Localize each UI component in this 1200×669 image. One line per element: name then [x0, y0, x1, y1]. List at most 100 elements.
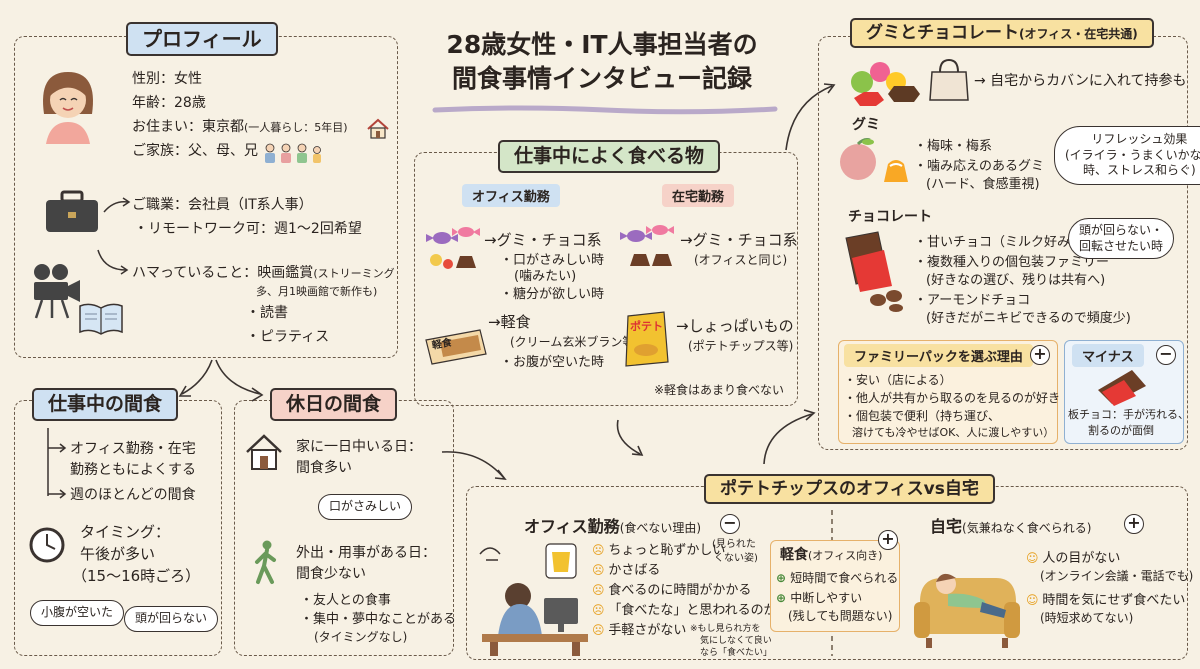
- title-underline: [432, 105, 778, 115]
- chocolate-bullet-3: ・アーモンドチョコ: [914, 293, 1031, 308]
- chocolate-bullet-3-note: (好きだがニキビできるので頻度少): [926, 311, 1131, 326]
- office-reason-1-text: ちょっと恥ずかしい: [608, 543, 726, 558]
- hungry-bubble: 小腹が空いた: [30, 600, 125, 626]
- profile-hobby: ハマっていること：映画鑑賞(ストリーミング: [132, 264, 395, 283]
- office-gummy-bullet-2: ・糖分が欲しい時: [500, 287, 605, 302]
- office-light-meal-note: (クリーム玄米ブラン等): [510, 335, 640, 349]
- walking-person-icon: [255, 540, 276, 584]
- gummy-bullet-1: ・梅味・梅系: [914, 139, 993, 154]
- home-salty-snack: →しょっぱいもの: [676, 317, 794, 335]
- office-gummy-choco: →グミ・チョコ系: [484, 231, 602, 249]
- arrow-to-job-icon: [103, 197, 131, 213]
- office-gummy-bullet-1: ・口がさみしい時: [500, 253, 605, 268]
- brain-rotation-bubble: 頭が回らない・ 回転させたい時: [1068, 218, 1175, 260]
- briefcase-icon: [46, 190, 98, 232]
- family-reason-1: ・安い（店による）: [844, 373, 952, 387]
- office-light-meal: →軽食: [488, 313, 531, 331]
- office-reason-1-note-1: (見られた: [712, 539, 756, 550]
- brain-fog-bubble: 頭が回らない: [124, 606, 219, 632]
- gummy-choco-header: グミとチョコレート(オフィス・在宅共通): [850, 18, 1154, 49]
- profile-gender: 性別：女性: [132, 71, 202, 87]
- profile-family: ご家族：父、母、兄: [132, 143, 258, 159]
- home-icon: [246, 434, 282, 470]
- chocolate-bullet-2-note: (好きなの選び、残りは共有へ): [926, 273, 1106, 288]
- woman-avatar-icon: [43, 72, 93, 144]
- potato-chips-icon: [625, 311, 669, 367]
- office-reason-1-note-2: くない姿): [714, 553, 758, 564]
- office-reason-2: ☹ かさばる: [592, 562, 660, 580]
- frown-face-icon-5: ☹: [592, 623, 609, 637]
- home-reason-1-note: (オンライン会議・電話でも): [1040, 569, 1194, 583]
- frown-face-icon-2: ☹: [592, 563, 609, 577]
- refresh-line-1: リフレッシュ効果: [1091, 132, 1188, 146]
- refresh-effect-bubble: リフレッシュ効果 (イライラ・うまくいかない 時、ストレス和らぐ): [1054, 126, 1200, 185]
- holiday-out-item-2-note: (タイミングなし): [314, 630, 408, 644]
- office-reason-4-text: 「食べたな」と思われるのが痛: [608, 603, 790, 618]
- arrow-to-gummy-choco: [785, 83, 836, 151]
- brain-rotation-line-1: 頭が回らない・: [1079, 223, 1164, 237]
- frown-face-icon-3: ☹: [592, 583, 609, 597]
- smile-face-icon-2: ☺: [1026, 593, 1043, 607]
- family-plus-icon: +: [1030, 345, 1050, 365]
- holiday-home-line2: 間食多い: [296, 460, 352, 476]
- home-gummy-choco: →グミ・チョコ系: [680, 231, 798, 249]
- candy-gummy-home-icon: [620, 225, 674, 266]
- chocolate-title: チョコレート: [848, 209, 932, 225]
- home-reason-1: ☺ 人の目がない: [1026, 550, 1120, 568]
- office-reasons-title-note: (食べない理由): [619, 521, 702, 535]
- profile-residence: お住まい：東京都(一人暮らし：5年目): [132, 118, 348, 137]
- profile-hobby-pilates: ・ピラティス: [246, 329, 330, 345]
- work-snack-item-1-line1: オフィス勤務・在宅: [70, 441, 196, 457]
- family-reason-3-note: 溶けても冷やせばOK、人に渡しやすい）: [852, 426, 1055, 439]
- office-reason-2-text: かさばる: [608, 563, 661, 578]
- house-icon: [367, 118, 389, 139]
- chip-bag-label: ポテト: [630, 320, 663, 333]
- lonely-mouth-bubble: 口がさみしい: [318, 494, 413, 520]
- frown-face-icon-4: ☹: [592, 603, 609, 617]
- holiday-snack-header: 休日の間食: [270, 388, 398, 421]
- home-reason-2-text: 時間を気にせず食べたい: [1042, 593, 1186, 608]
- home-reasons-title: 自宅(気兼ねなく食べられる): [930, 516, 1091, 538]
- home-reason-1-text: 人の目がない: [1042, 551, 1121, 566]
- timing-value: 午後が多い: [80, 545, 156, 563]
- work-snack-header: 仕事中の間食: [32, 388, 179, 421]
- profile-header: プロフィール: [126, 22, 278, 56]
- light-meal-pro-1: ⊕ 短時間で食べられる: [776, 570, 898, 586]
- home-reason-2: ☺ 時間を気にせず食べたい: [1026, 592, 1185, 610]
- chocolate-bar-icon: [1098, 370, 1146, 406]
- minus-header: マイナス: [1072, 344, 1144, 367]
- profile-job: ご職業：会社員（IT系人事）: [132, 197, 313, 213]
- gummies-sweets-icon: [851, 62, 920, 106]
- home-salty-snack-note: (ポテトチップス等): [688, 339, 794, 353]
- profile-hobby-main: ハマっていること：映画鑑賞: [132, 265, 314, 281]
- office-footnote-3: なら「食べたい」: [700, 648, 773, 658]
- refresh-line-2: (イライラ・うまくいかない: [1065, 147, 1200, 162]
- profile-hobby-note-1: (ストリーミング: [313, 267, 395, 280]
- gummy-bullet-2: ・噛み応えのあるグミ: [914, 159, 1045, 174]
- plus-circle-icon-2: ⊕: [776, 591, 791, 605]
- minus-icon: −: [1156, 345, 1176, 365]
- page-title: 28歳女性・IT人事担当者の 間食事情インタビュー記録: [432, 28, 772, 96]
- title-line-2: 間食事情インタビュー記録: [451, 63, 752, 93]
- snack-bar-icon: [425, 329, 487, 365]
- gummy-choco-header-main: グミとチョコレート: [866, 23, 1019, 43]
- light-meal-pro-2-note: (残しても問題ない): [788, 609, 893, 623]
- candy-gummy-icon: [426, 227, 480, 269]
- arrow-holiday-to-potato: [441, 451, 507, 480]
- home-reasons-title-main: 自宅: [930, 517, 963, 536]
- office-reasons-title: オフィス勤務(食べない理由): [524, 516, 701, 538]
- tote-bag-icon: [929, 58, 969, 101]
- work-snack-item-1-line2: 勤務ともによくする: [70, 462, 196, 478]
- office-reason-4: ☹ 「食べたな」と思われるのが痛: [592, 602, 790, 620]
- light-meal-pro-2-text: 中断しやすい: [790, 591, 863, 605]
- office-footnote-2: 気にしなくて良い: [700, 636, 772, 646]
- potato-chips-header: ポテトチップスのオフィスvs自宅: [704, 474, 995, 505]
- holiday-out-line2: 間食少ない: [296, 566, 366, 582]
- office-reasons-title-main: オフィス勤務: [524, 517, 620, 536]
- holiday-home-line1: 家に一日中いる日：: [296, 439, 422, 455]
- family-pack-header-text: ファミリーパックを選ぶ理由: [854, 350, 1023, 365]
- profile-hobby-reading: ・読書: [246, 305, 288, 321]
- gummy-bullet-2-note: (ハード、食感重視): [926, 177, 1040, 192]
- gummy-title: グミ: [852, 117, 880, 133]
- book-icon: [79, 303, 123, 335]
